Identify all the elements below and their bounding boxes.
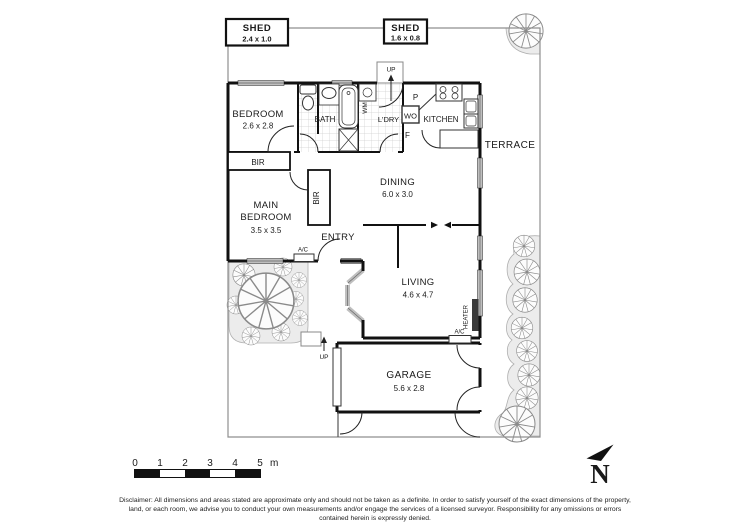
wall-oven (401, 105, 420, 124)
label-main-bedroom-1: MAIN (254, 200, 279, 211)
tree-icon (241, 326, 261, 346)
label-main-bedroom-2: BEDROOM (240, 212, 291, 223)
scale-tick-0: 0 (132, 458, 138, 469)
bay-window (345, 268, 365, 323)
shed1-name: SHED (243, 23, 271, 34)
scale-tick-1: 1 (157, 458, 163, 469)
up-arrows (321, 74, 394, 351)
laundry-porch (376, 61, 404, 84)
scale-tick-5: 5 (257, 458, 263, 469)
label-heater: HEATER (464, 304, 470, 329)
bir-closet (227, 151, 291, 171)
north-arrow-icon (586, 444, 614, 461)
label-bedroom: BEDROOM (232, 109, 283, 120)
north-letter: N (590, 459, 610, 489)
ac-unit-entry (293, 253, 315, 262)
toilet (299, 84, 317, 95)
tree-icon (292, 310, 308, 326)
rear-step (300, 331, 322, 347)
shed1-dims: 2.4 x 1.0 (242, 35, 271, 44)
label-ldry: L'DRY (378, 115, 399, 124)
ac-unit-living (448, 335, 472, 344)
label-bir-2: BIR (312, 191, 321, 205)
scale-tick-4: 4 (232, 458, 238, 469)
door-arcs (267, 82, 481, 438)
room-labels: BEDROOM 2.6 x 2.8 BIR BIR MAIN BEDROOM 3… (232, 67, 536, 394)
disclaimer-text: Disclaimer: All dimensions and areas sta… (119, 497, 631, 523)
label-up-porch: UP (386, 67, 395, 74)
kitchen-fixtures (401, 83, 479, 149)
label-ac-entry: A/C (298, 248, 309, 254)
heater-unit (472, 299, 479, 331)
windows (237, 80, 483, 323)
washing-machine (358, 83, 377, 102)
house-exterior-walls (226, 81, 482, 340)
shed2-name: SHED (391, 23, 419, 34)
label-dining: DINING (380, 177, 415, 188)
garage-door (332, 347, 342, 407)
shed-1: SHED 2.4 x 1.0 (224, 17, 290, 47)
label-garage-dims: 5.6 x 2.8 (394, 384, 425, 393)
scale-unit: m (270, 458, 278, 469)
label-bedroom-dims: 2.6 x 2.8 (243, 122, 274, 131)
label-fridge: F (405, 131, 410, 140)
label-kitchen: KITCHEN (423, 115, 458, 124)
label-bir: BIR (251, 158, 265, 167)
garage-walls (335, 341, 482, 414)
slider-door-arrows (431, 221, 451, 229)
tree-icon (512, 287, 538, 313)
scale-tick-2: 2 (182, 458, 188, 469)
label-dining-dims: 6.0 x 3.0 (382, 190, 413, 199)
label-bath: BATH (315, 115, 336, 124)
label-main-bedroom-dims: 3.5 x 3.5 (251, 226, 282, 235)
bathroom-fixtures (299, 83, 377, 152)
tree-icon (512, 234, 536, 258)
scale-tick-3: 3 (207, 458, 213, 469)
tree-icon (237, 272, 295, 330)
shed2-dims: 1.6 x 0.8 (391, 34, 420, 43)
tree-icon (291, 272, 307, 288)
label-pantry: P (413, 93, 418, 102)
bathtub (338, 84, 359, 129)
tree-icon (508, 13, 544, 49)
shed-2: SHED 1.6 x 0.8 (382, 18, 429, 45)
label-ac-living: A/C (454, 330, 465, 336)
label-up-rear: UP (319, 354, 328, 361)
label-garage: GARAGE (386, 370, 431, 381)
bir-closet-2 (307, 169, 331, 226)
label-living-dims: 4.6 x 4.7 (403, 291, 434, 300)
scale-bar: 0 1 2 3 4 5 m (132, 458, 278, 478)
label-terrace: TERRACE (485, 140, 536, 151)
tree-icon (513, 258, 541, 286)
property-boundary (227, 27, 541, 438)
tree-icon (517, 363, 541, 387)
tree-icon (516, 340, 538, 362)
label-living: LIVING (402, 277, 435, 288)
label-wm: WM (362, 102, 369, 114)
label-wo: WO (404, 112, 417, 121)
label-entry: ENTRY (321, 232, 355, 243)
north-arrow: N (586, 444, 614, 489)
tree-icon (510, 316, 534, 340)
